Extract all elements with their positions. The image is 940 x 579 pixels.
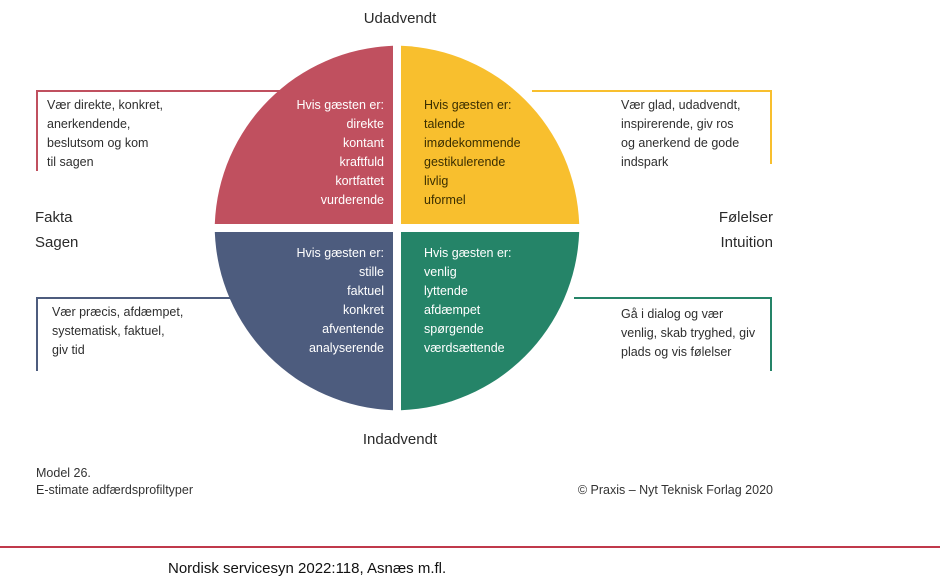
connector-bottom-left xyxy=(36,297,237,371)
quadrant-line: vurderende xyxy=(320,193,384,207)
advice-line: beslutsom og kom xyxy=(47,136,149,150)
quadrant-top-left-text: Hvis gæsten er: direkte kontant kraftful… xyxy=(270,96,384,210)
advice-line: giv tid xyxy=(52,343,85,357)
quadrant-line: venlig xyxy=(424,265,457,279)
quadrant-line: Hvis gæsten er: xyxy=(424,246,512,260)
quadrant-line: gestikulerende xyxy=(424,155,506,169)
advice-line: systematisk, faktuel, xyxy=(52,324,165,338)
advice-line: inspirerende, giv ros xyxy=(621,117,734,131)
advice-line: plads og vis følelser xyxy=(621,345,732,359)
caption-line: Model 26. xyxy=(36,466,91,480)
quadrant-line: direkte xyxy=(346,117,384,131)
advice-line: Vær præcis, afdæmpet, xyxy=(52,305,184,319)
quadrant-top-left xyxy=(214,45,393,224)
bottom-axis-label: Indadvendt xyxy=(362,431,438,448)
quadrant-bottom-left-text: Hvis gæsten er: stille faktuel konkret a… xyxy=(270,244,384,358)
quadrant-line: afdæmpet xyxy=(424,303,481,317)
quadrant-line: Hvis gæsten er: xyxy=(296,246,384,260)
quadrant-line: konkret xyxy=(343,303,384,317)
left-axis-line: Fakta xyxy=(35,209,73,226)
left-axis-line: Sagen xyxy=(35,234,79,251)
advice-line: anerkendende, xyxy=(47,117,131,131)
advice-top-left: Vær direkte, konkret, anerkendende, besl… xyxy=(47,96,163,172)
advice-bottom-left: Vær præcis, afdæmpet, systematisk, faktu… xyxy=(52,303,183,360)
quadrant-line: talende xyxy=(424,117,466,131)
quadrant-line: analyserende xyxy=(308,341,384,355)
connector-top-left xyxy=(36,90,286,171)
right-axis-line: Følelser xyxy=(718,209,773,226)
quadrant-top-right-text: Hvis gæsten er: talende imødekommende ge… xyxy=(424,96,521,210)
advice-bottom-right: Gå i dialog og vær venlig, skab tryghed,… xyxy=(621,305,755,362)
quadrant-line: livlig xyxy=(424,174,449,188)
connector-bottom-right xyxy=(574,297,772,371)
quadrant-line: værdsættende xyxy=(424,341,505,355)
right-axis-label: Følelser Intuition xyxy=(680,205,773,255)
advice-line: indspark xyxy=(621,155,669,169)
quadrant-bottom-right xyxy=(401,232,580,411)
source-citation: Nordisk servicesyn 2022:118, Asnæs m.fl. xyxy=(168,560,447,577)
quadrant-top-right xyxy=(401,45,580,224)
quadrant-bottom-left xyxy=(214,232,393,411)
quadrant-line: spørgende xyxy=(424,322,484,336)
quadrant-line: stille xyxy=(358,265,384,279)
advice-line: Vær direkte, konkret, xyxy=(47,98,164,112)
quadrant-line: Hvis gæsten er: xyxy=(424,98,512,112)
advice-top-right: Vær glad, udadvendt, inspirerende, giv r… xyxy=(621,96,741,172)
quadrant-bottom-right-text: Hvis gæsten er: venlig lyttende afdæmpet… xyxy=(424,244,512,358)
quadrant-line: kontant xyxy=(342,136,384,150)
quadrant-line: afventende xyxy=(322,322,384,336)
model-caption: Model 26. E-stimate adfærdsprofiltyper xyxy=(36,465,193,499)
quadrant-line: uformel xyxy=(424,193,466,207)
advice-line: venlig, skab tryghed, giv xyxy=(621,326,756,340)
quadrant-line: faktuel xyxy=(347,284,384,298)
advice-line: og anerkend de gode xyxy=(621,136,740,150)
caption-line: E-stimate adfærdsprofiltyper xyxy=(36,483,194,497)
quadrant-line: lyttende xyxy=(424,284,468,298)
advice-line: Gå i dialog og vær xyxy=(621,307,724,321)
quadrant-line: kortfattet xyxy=(335,174,384,188)
quadrant-line: kraftfuld xyxy=(339,155,384,169)
advice-line: til sagen xyxy=(47,155,94,169)
top-axis-label: Udadvendt xyxy=(363,10,437,27)
advice-line: Vær glad, udadvendt, xyxy=(621,98,741,112)
quadrant-line: imødekommende xyxy=(424,136,521,150)
left-axis-label: Fakta Sagen xyxy=(35,205,78,255)
quadrant-line: Hvis gæsten er: xyxy=(296,98,384,112)
footer-rule xyxy=(0,546,940,548)
copyright-text: © Praxis – Nyt Teknisk Forlag 2020 xyxy=(577,483,773,497)
connector-top-right xyxy=(532,90,772,164)
right-axis-line: Intuition xyxy=(720,234,773,251)
